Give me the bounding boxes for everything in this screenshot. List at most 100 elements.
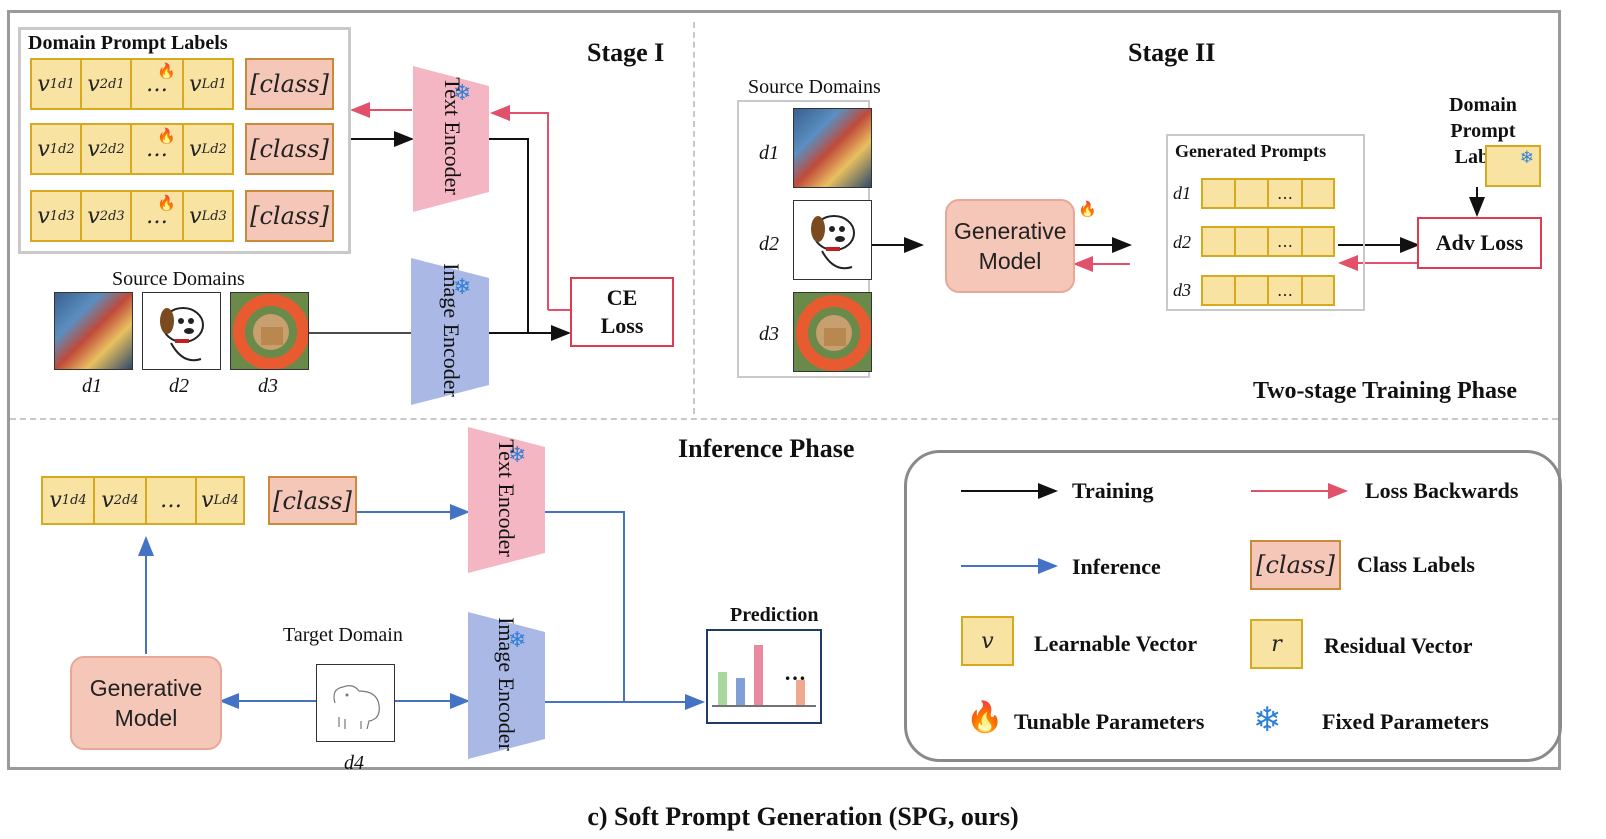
legend-fixed-parameters: Fixed Parameters [1322,709,1489,734]
two-stage-training-phase-label: Two-stage Training Phase [1253,378,1518,404]
generated-prompts-title: Generated Prompts [1175,141,1327,161]
vector-cell-ellipsis: …🔥 [130,190,184,242]
vector-cell-ellipsis: … [145,476,197,525]
vector-cell-ellipsis: …🔥 [130,58,184,110]
domain-prompt-label-box: ❄ [1485,145,1541,187]
domain-prompt-labels-panel [18,27,351,254]
stage2-title: Stage II [1128,38,1216,67]
text-encoder-inference [468,427,545,573]
generative-model-stage2: Generative Model [945,199,1075,293]
prediction-bar [718,672,727,705]
generated-prompts-panel [1166,134,1365,311]
domain-label-d2: d2 [759,233,779,255]
image-encoder-label: Image Encoder [439,263,464,397]
snowflake-icon: ❄ [1253,702,1282,739]
domain-label-d3: d3 [258,375,278,397]
prediction-bar-chart [712,645,816,707]
prompt-cell [1201,226,1236,257]
stage1-title: Stage I [587,38,665,67]
prediction-box [706,629,822,724]
legend-panel [904,450,1562,762]
vertical-divider [693,22,695,414]
domain-image-painting [793,108,872,188]
text-encoder-stage1 [413,66,489,212]
snowflake-icon: ❄ [453,80,472,105]
prompt-cell [1201,178,1236,209]
class-label: [class] [245,190,334,242]
target-domain-label: Target Domain [283,624,403,646]
flame-icon: 🔥 [966,701,1004,734]
domain-image-cartoon [793,200,872,280]
domain-prompt-labels-title: Domain Prompt Labels [28,32,228,54]
flame-icon: 🔥 [157,127,176,145]
prompt-cell-ellipsis: … [1267,178,1303,209]
adv-loss-box: Adv Loss [1417,217,1542,269]
prompt-cell [1301,178,1335,209]
domain-image-cartoon [142,292,221,370]
flame-icon: 🔥 [157,194,176,212]
domain-image-painting [54,292,133,370]
legend-loss-backwards: Loss Backwards [1365,478,1519,503]
domain-label-d1: d1 [82,375,102,397]
prediction-label: Prediction [730,604,819,626]
domain-prompt-labels-title-stage2: Domain Prompt Labels [1449,94,1517,168]
vector-cell-ellipsis: …🔥 [130,123,184,175]
class-label: [class] [245,123,334,175]
target-domain-sketch [316,664,395,742]
domain-label-d2: d2 [169,375,189,397]
source-domains-label: Source Domains [748,76,881,98]
snowflake-icon: ❄ [508,442,527,467]
prompt-cell [1301,226,1335,257]
domain-image-photo [230,292,309,370]
flame-icon: 🔥 [157,62,176,80]
text-encoder-label: Text Encoder [494,439,519,557]
prompt-cell [1234,178,1269,209]
prompt-cell [1234,275,1269,306]
inference-title: Inference Phase [678,434,855,463]
figure-caption: c) Soft Prompt Generation (SPG, ours) [587,802,1019,831]
prompt-cell [1301,275,1335,306]
prediction-bar [754,645,763,705]
legend-learnable-vector: Learnable Vector [1034,631,1198,656]
snowflake-icon: ❄ [1519,148,1534,168]
gp-label-d1: d1 [1173,183,1191,203]
image-encoder-stage1 [411,258,489,405]
generative-model-inference: Generative Model [70,656,222,750]
legend-class-sample: [class] [1250,540,1341,590]
snowflake-icon: ❄ [453,274,472,299]
legend-training: Training [1072,478,1154,503]
prompt-cell [1234,226,1269,257]
snowflake-icon: ❄ [508,627,527,652]
legend-residual-sample: r [1250,619,1303,669]
domain-image-photo [793,292,872,372]
prediction-bar [736,678,745,705]
domain-label-d3: d3 [759,323,779,345]
legend-class-labels: Class Labels [1357,552,1475,577]
prompt-cell-ellipsis: … [1267,226,1303,257]
target-label-d4: d4 [344,752,364,774]
gp-label-d3: d3 [1173,280,1191,300]
class-label: [class] [245,58,334,110]
legend-inference: Inference [1072,554,1161,579]
prompt-cell-ellipsis: … [1267,275,1303,306]
horizontal-divider [10,418,1558,420]
domain-label-d1: d1 [759,142,779,164]
legend-tunable-parameters: Tunable Parameters [1014,709,1205,734]
flame-icon: 🔥 [1078,202,1097,218]
class-label: [class] [268,476,357,525]
legend-learnable-sample: v [961,616,1014,666]
ce-loss-box: CE Loss [570,277,674,347]
prediction-ellipsis: … [784,660,806,685]
